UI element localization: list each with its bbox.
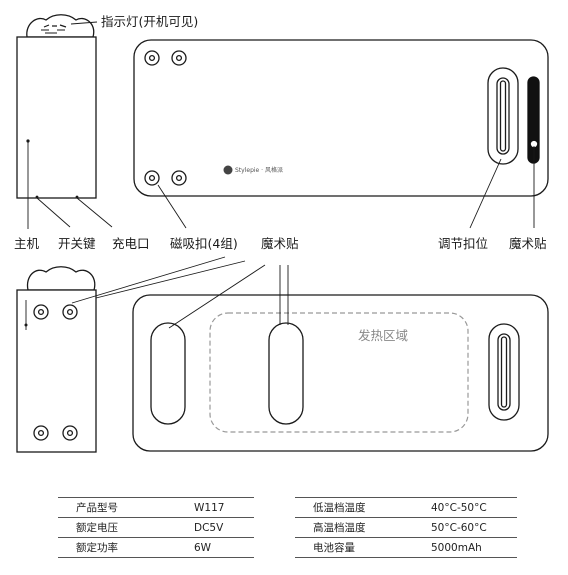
spec-name: 额定功率: [58, 537, 176, 558]
spec-value: 40°C-50°C: [413, 497, 517, 518]
spec-value: 50°C-60°C: [413, 517, 517, 538]
heat-zone-label: 发热区域: [358, 328, 408, 343]
heat-zone: [209, 312, 469, 433]
velcro-pad-left: [150, 322, 186, 425]
spec-value: W117: [176, 497, 254, 518]
spec-value: 5000mAh: [413, 537, 517, 558]
spec-value: 6W: [176, 537, 254, 558]
power-key-label: 开关键: [58, 236, 96, 251]
spec-name: 额定电压: [58, 517, 176, 538]
indicator-label: 指示灯(开机可见): [101, 14, 198, 29]
velcro-right-label: 魔术贴: [509, 236, 547, 251]
main-unit-label: 主机: [14, 236, 40, 251]
brand-logo-text: Stylepie · 风格派: [235, 166, 283, 174]
spec-table-right: 低温档温度 40°C-50°C 高温档温度 50°C-60°C 电池容量 500…: [295, 497, 517, 558]
table-row: 产品型号 W117: [58, 497, 254, 518]
host-unit-bottom: [16, 266, 97, 453]
belt-front: [132, 294, 549, 452]
table-row: 低温档温度 40°C-50°C: [295, 497, 517, 518]
spec-table-left: 产品型号 W117 额定电压 DC5V 额定功率 6W: [58, 497, 254, 558]
velcro-strip: [527, 76, 540, 164]
magnet-icon: [144, 50, 187, 186]
belt-back: [133, 39, 549, 197]
spec-name: 高温档温度: [295, 517, 413, 538]
table-row: 高温档温度 50°C-60°C: [295, 517, 517, 538]
spec-name: 电池容量: [295, 537, 413, 558]
adjust-slot-icon: [488, 323, 520, 421]
velcro-pad-center: [268, 322, 304, 425]
table-row: 额定电压 DC5V: [58, 517, 254, 538]
charge-port-label: 充电口: [112, 236, 150, 251]
adjust-slot-icon: [487, 67, 519, 165]
host-unit-top: [16, 14, 97, 199]
velcro-center-label: 魔术贴: [261, 236, 299, 251]
adjust-slot-label: 调节扣位: [438, 236, 488, 251]
table-row: 电池容量 5000mAh: [295, 537, 517, 558]
spec-name: 产品型号: [58, 497, 176, 518]
magnet-label: 磁吸扣(4组): [170, 236, 238, 251]
spec-value: DC5V: [176, 517, 254, 538]
table-row: 额定功率 6W: [58, 537, 254, 558]
spec-name: 低温档温度: [295, 497, 413, 518]
